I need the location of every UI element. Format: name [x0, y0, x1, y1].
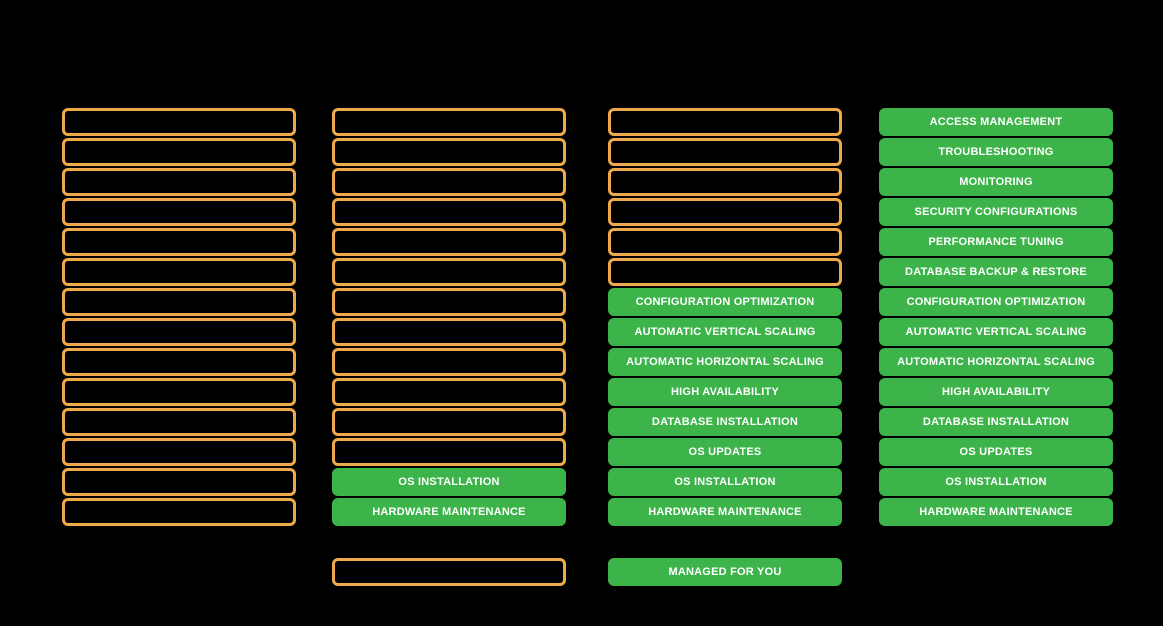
service-cell[interactable]: ACCESS MANAGEMENT — [879, 108, 1113, 136]
empty-cell[interactable] — [62, 348, 296, 376]
empty-cell[interactable] — [332, 138, 566, 166]
empty-cell[interactable] — [332, 108, 566, 136]
empty-cell[interactable] — [608, 228, 842, 256]
service-cell-label: OS INSTALLATION — [674, 475, 776, 488]
service-cell-label: AUTOMATIC VERTICAL SCALING — [634, 325, 816, 338]
empty-cell[interactable] — [332, 348, 566, 376]
service-cell[interactable]: HARDWARE MAINTENANCE — [332, 498, 566, 526]
service-cell-label: AUTOMATIC HORIZONTAL SCALING — [897, 355, 1095, 368]
service-cell-label: CONFIGURATION OPTIMIZATION — [906, 295, 1086, 308]
service-cell-label: OS UPDATES — [688, 445, 762, 458]
service-cell[interactable]: DATABASE INSTALLATION — [879, 408, 1113, 436]
service-cell[interactable]: OS UPDATES — [608, 438, 842, 466]
service-cell-label: CONFIGURATION OPTIMIZATION — [635, 295, 815, 308]
service-cell-label: SECURITY CONFIGURATIONS — [914, 205, 1078, 218]
empty-cell[interactable] — [332, 168, 566, 196]
empty-cell[interactable] — [332, 198, 566, 226]
service-cell[interactable]: AUTOMATIC HORIZONTAL SCALING — [608, 348, 842, 376]
service-cell-label: OS INSTALLATION — [945, 475, 1047, 488]
service-cell-label: DATABASE INSTALLATION — [651, 415, 799, 428]
empty-cell[interactable] — [62, 378, 296, 406]
service-cell[interactable]: HIGH AVAILABILITY — [608, 378, 842, 406]
empty-cell[interactable] — [62, 408, 296, 436]
service-cell-label: HIGH AVAILABILITY — [670, 385, 780, 398]
service-cell[interactable]: OS INSTALLATION — [879, 468, 1113, 496]
service-cell-label: OS INSTALLATION — [398, 475, 500, 488]
service-cell-label: ACCESS MANAGEMENT — [929, 115, 1063, 128]
service-cell[interactable]: OS UPDATES — [879, 438, 1113, 466]
empty-cell[interactable] — [332, 378, 566, 406]
service-cell-label: DATABASE INSTALLATION — [922, 415, 1070, 428]
empty-cell[interactable] — [332, 438, 566, 466]
empty-cell[interactable] — [62, 168, 296, 196]
service-cell-label: TROUBLESHOOTING — [938, 145, 1054, 158]
empty-cell[interactable] — [608, 138, 842, 166]
service-cell[interactable]: SECURITY CONFIGURATIONS — [879, 198, 1113, 226]
service-cell-label: PERFORMANCE TUNING — [928, 235, 1064, 248]
empty-cell[interactable] — [608, 108, 842, 136]
service-cell-label: AUTOMATIC HORIZONTAL SCALING — [626, 355, 824, 368]
service-cell[interactable]: HIGH AVAILABILITY — [879, 378, 1113, 406]
service-cell-label: MONITORING — [959, 175, 1033, 188]
service-cell-label: HARDWARE MAINTENANCE — [919, 505, 1073, 518]
empty-cell[interactable] — [332, 258, 566, 286]
service-cell[interactable]: DATABASE INSTALLATION — [608, 408, 842, 436]
empty-cell[interactable] — [332, 228, 566, 256]
empty-cell[interactable] — [62, 498, 296, 526]
service-cell[interactable]: AUTOMATIC VERTICAL SCALING — [879, 318, 1113, 346]
service-cell[interactable]: HARDWARE MAINTENANCE — [879, 498, 1113, 526]
empty-cell[interactable] — [332, 408, 566, 436]
empty-cell[interactable] — [62, 108, 296, 136]
service-cell-label: HIGH AVAILABILITY — [941, 385, 1051, 398]
service-cell-label: MANAGED FOR YOU — [668, 565, 782, 578]
service-cell[interactable]: MANAGED FOR YOU — [608, 558, 842, 586]
empty-cell[interactable] — [62, 318, 296, 346]
service-cell[interactable]: PERFORMANCE TUNING — [879, 228, 1113, 256]
service-cell[interactable]: DATABASE BACKUP & RESTORE — [879, 258, 1113, 286]
service-cell-label: AUTOMATIC VERTICAL SCALING — [905, 325, 1087, 338]
empty-cell[interactable] — [62, 138, 296, 166]
empty-cell[interactable] — [608, 168, 842, 196]
service-cell-label: DATABASE BACKUP & RESTORE — [905, 265, 1087, 278]
empty-cell[interactable] — [62, 258, 296, 286]
service-cell-label: OS UPDATES — [959, 445, 1033, 458]
service-cell[interactable]: MONITORING — [879, 168, 1113, 196]
empty-cell[interactable] — [62, 438, 296, 466]
service-cell[interactable]: OS INSTALLATION — [608, 468, 842, 496]
service-cell[interactable]: CONFIGURATION OPTIMIZATION — [879, 288, 1113, 316]
service-cell[interactable]: TROUBLESHOOTING — [879, 138, 1113, 166]
service-cell-label: HARDWARE MAINTENANCE — [648, 505, 802, 518]
service-cell[interactable]: CONFIGURATION OPTIMIZATION — [608, 288, 842, 316]
service-cell[interactable]: HARDWARE MAINTENANCE — [608, 498, 842, 526]
service-cell-label: HARDWARE MAINTENANCE — [372, 505, 526, 518]
empty-cell[interactable] — [62, 468, 296, 496]
empty-cell[interactable] — [62, 228, 296, 256]
empty-cell[interactable] — [608, 258, 842, 286]
service-cell[interactable]: OS INSTALLATION — [332, 468, 566, 496]
empty-cell[interactable] — [332, 318, 566, 346]
empty-cell[interactable] — [332, 558, 566, 586]
empty-cell[interactable] — [608, 198, 842, 226]
empty-cell[interactable] — [62, 198, 296, 226]
column-1 — [62, 0, 296, 626]
service-cell[interactable]: AUTOMATIC VERTICAL SCALING — [608, 318, 842, 346]
column-3: CONFIGURATION OPTIMIZATION AUTOMATIC VERT… — [608, 0, 842, 626]
column-4: ACCESS MANAGEMENT TROUBLESHOOTING MONITORI… — [879, 0, 1113, 626]
column-2: OS INSTALLATION HARDWARE MAINTENANCE — [332, 0, 566, 626]
empty-cell[interactable] — [62, 288, 296, 316]
service-cell[interactable]: AUTOMATIC HORIZONTAL SCALING — [879, 348, 1113, 376]
empty-cell[interactable] — [332, 288, 566, 316]
